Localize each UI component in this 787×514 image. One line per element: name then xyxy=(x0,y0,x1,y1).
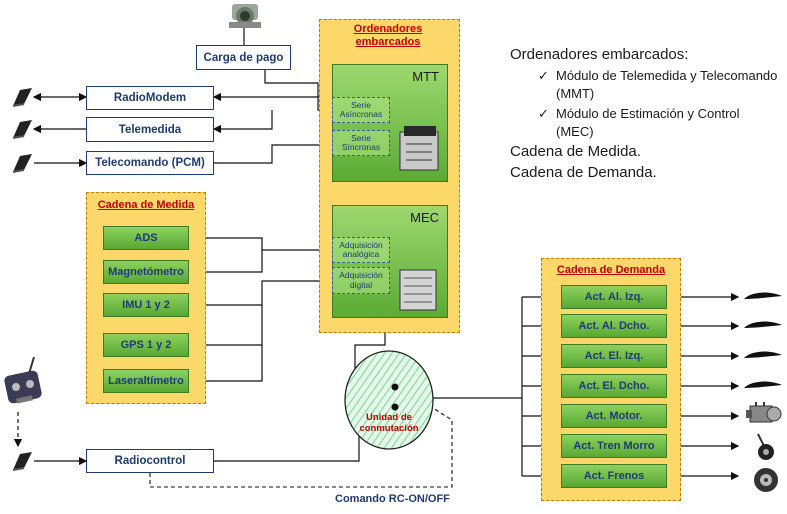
antenna-icon xyxy=(12,88,32,107)
wing-profile-icon xyxy=(744,351,782,358)
wing-profile-icon xyxy=(744,321,782,328)
demand-item-el-dcho: Act. El. Dcho. xyxy=(561,374,667,398)
antenna-icon xyxy=(12,120,32,139)
telecomando-box: Telecomando (PCM) xyxy=(86,151,214,175)
check-icon: ✓ xyxy=(538,106,549,121)
link-imu-mec xyxy=(189,276,334,306)
mtt-module: MTT xyxy=(332,64,448,182)
mec-port-analog: Adquisición analógica xyxy=(332,237,390,263)
demand-item-al-izq: Act. Al. Izq. xyxy=(561,285,667,309)
measure-item-gps: GPS 1 y 2 xyxy=(103,333,189,357)
demand-chain-title: Cadena de Demanda xyxy=(556,264,666,276)
antenna-icon xyxy=(12,452,32,471)
engine-icon xyxy=(746,402,782,423)
measure-chain-title: Cadena de Medida xyxy=(97,199,195,211)
notes-line: Cadena de Demanda. xyxy=(510,164,657,181)
telecomando-label: Telecomando (PCM) xyxy=(95,157,205,169)
antenna-icon xyxy=(12,154,32,173)
telemedida-box: Telemedida xyxy=(86,117,214,142)
notes-bullet: ✓ Módulo de Telemedida y Telecomando (MM… xyxy=(538,67,780,103)
notes-bullet-text: Módulo de Telemedida y Telecomando (MMT) xyxy=(556,68,778,101)
telemedida-label: Telemedida xyxy=(118,123,182,136)
radiocontrol-box: Radiocontrol xyxy=(86,449,214,473)
mtt-port-sync: Serie Síncronas xyxy=(332,130,390,156)
check-icon: ✓ xyxy=(538,68,549,83)
wing-profile-icon xyxy=(744,381,782,388)
demand-item-tren-morro: Act. Tren Morro xyxy=(561,434,667,458)
measure-item-ads: ADS xyxy=(103,226,189,250)
measure-item-imu: IMU 1 y 2 xyxy=(103,293,189,317)
rc-transmitter-icon xyxy=(4,356,42,404)
demand-item-frenos: Act. Frenos xyxy=(561,464,667,488)
notes-bullet-text: Módulo de Estimación y Control (MEC) xyxy=(556,106,740,139)
radiomodem-label: RadioModem xyxy=(113,92,187,104)
link-ads-mec xyxy=(189,237,334,255)
link-magnetometro-mec xyxy=(189,250,263,273)
brake-wheel-icon xyxy=(754,468,778,492)
radiocontrol-label: Radiocontrol xyxy=(114,455,186,467)
wing-profile-icon xyxy=(744,292,782,299)
measure-item-magnetometro: Magnetómetro xyxy=(103,260,189,284)
onboard-computers-title: Ordenadores embarcados xyxy=(353,23,423,48)
mtt-label: MTT xyxy=(412,69,439,84)
link-laser-mec xyxy=(189,345,263,382)
landing-gear-icon xyxy=(757,433,774,460)
demand-item-motor: Act. Motor. xyxy=(561,404,667,428)
notes-line: Cadena de Medida. xyxy=(510,143,641,160)
demand-item-al-dcho: Act. Al. Dcho. xyxy=(561,314,667,338)
payload-label: Carga de pago xyxy=(203,51,284,64)
switch-unit-label: Unidad de conmutación xyxy=(359,412,419,434)
demand-item-el-izq: Act. El. Izq. xyxy=(561,344,667,368)
mec-port-digital: Adquisición digital xyxy=(332,267,390,294)
payload-box: Carga de pago xyxy=(196,45,291,70)
rc-onoff-command-line xyxy=(149,399,453,488)
radiomodem-box: RadioModem xyxy=(86,86,214,110)
link-telemedida-mtt xyxy=(212,110,273,134)
measure-item-laser: Laseraltímetro xyxy=(103,369,189,393)
rc-onoff-caption: Comando RC-ON/OFF xyxy=(335,493,450,505)
notes-heading: Ordenadores embarcados: xyxy=(510,46,689,63)
mtt-port-async: Serie Asíncronas xyxy=(332,97,390,123)
switch-unit-icon xyxy=(344,350,434,450)
camera-payload-icon xyxy=(229,4,261,28)
computer-module-icon xyxy=(399,126,439,171)
notes-bullet: ✓ Módulo de Estimación y Control (MEC) xyxy=(538,105,780,141)
computer-module-icon xyxy=(399,269,437,311)
link-telecomando-mtt xyxy=(214,140,334,164)
mec-label: MEC xyxy=(410,210,439,225)
notes-panel: Ordenadores embarcados: ✓ Módulo de Tele… xyxy=(510,46,780,185)
